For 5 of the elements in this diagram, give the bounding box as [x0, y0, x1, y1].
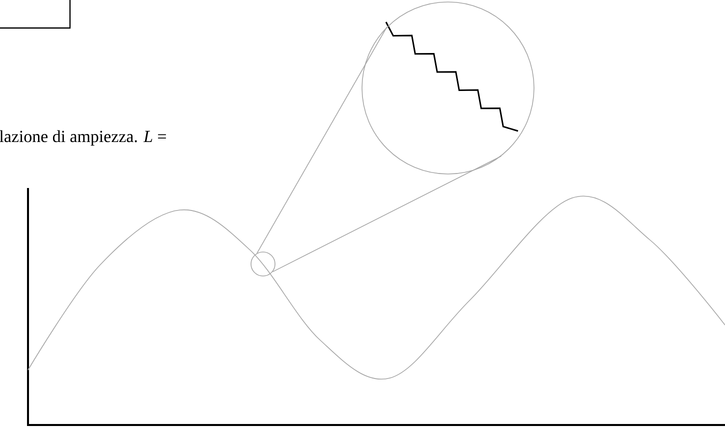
- connector-line: [256, 26, 388, 254]
- magnifier-circle: [250, 252, 276, 276]
- magnifier-circle: [362, 2, 534, 174]
- caption-text: lazione di ampiezza. L =: [0, 130, 166, 146]
- connector-line: [272, 156, 502, 272]
